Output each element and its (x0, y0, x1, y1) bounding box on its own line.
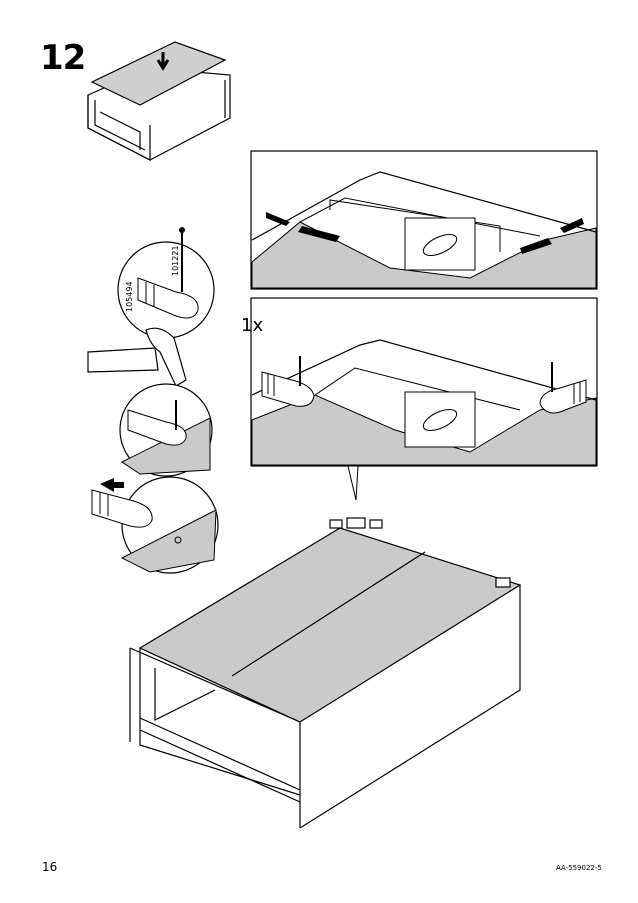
nail-part-label: 101221 (171, 245, 180, 276)
nail-icon (179, 227, 185, 292)
document-code: AA-559022-5 (556, 864, 602, 872)
detail-box-clips (250, 297, 598, 501)
clip-icon (539, 362, 587, 414)
clip-icon (91, 489, 153, 528)
clip-part-label: 105494 (125, 281, 134, 312)
clip-icon (329, 517, 383, 529)
main-drawer-illustration (129, 517, 522, 829)
overview-drawer-illustration (87, 41, 231, 161)
clip-icon (261, 356, 315, 407)
hammer-icon (87, 327, 187, 387)
detail-box-alignment (250, 150, 598, 290)
removal-circle (91, 476, 219, 574)
parts-circle: 101221 105494 (117, 227, 215, 339)
page-number: 16 (42, 860, 58, 874)
nailing-circle (119, 383, 213, 477)
clip-icon (127, 400, 187, 446)
clip-icon (137, 277, 199, 319)
step-number: 12 (40, 38, 86, 78)
quantity-label: 1x (241, 315, 264, 336)
